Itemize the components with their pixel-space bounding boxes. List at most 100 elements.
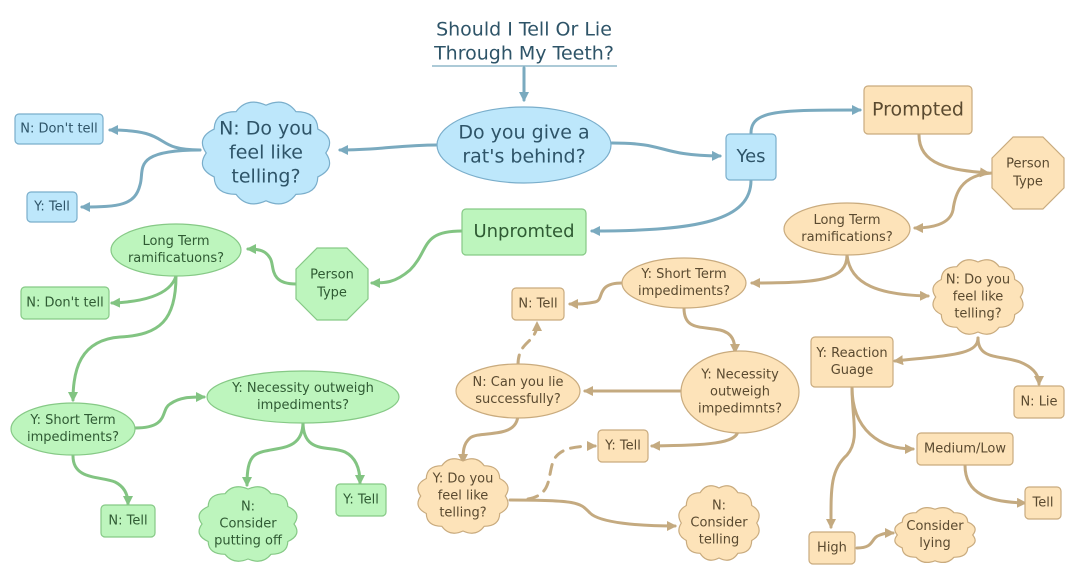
cloud-shape: [201, 101, 331, 205]
node-unprompted[interactable]: Unpromted: [461, 208, 587, 256]
edge-shortterm-necessity-tan: [682, 306, 740, 354]
node-yes[interactable]: Yes: [725, 133, 777, 181]
node-label-line: Y: Tell: [342, 493, 379, 508]
node-label-line: telling: [699, 533, 739, 548]
node-label-line: N: Tell: [108, 514, 147, 529]
node-label-line: Long Term: [142, 234, 209, 249]
node-t-n-tell[interactable]: N: Tell: [511, 287, 565, 321]
node-label-line: Unpromted: [473, 221, 574, 242]
node-label-line: Y: Necessity outweigh: [231, 381, 374, 396]
node-label-line: telling?: [231, 166, 300, 188]
edge-persontype-longterm: [246, 244, 298, 286]
node-label-line: Prompted: [872, 99, 964, 121]
node-label-line: Consider: [219, 517, 277, 532]
node-label-line: successfully?: [475, 392, 560, 407]
node-label-line: feel like: [229, 142, 303, 164]
rect-shape: [26, 191, 78, 223]
node-g-dont-tell[interactable]: N: Don't tell: [20, 286, 110, 320]
node-label-line: putting off: [214, 534, 283, 549]
cloud-shape: [932, 259, 1024, 335]
node-label-line: Y: Do you: [432, 472, 494, 487]
node-label-line: Consider: [906, 519, 964, 534]
rect-shape: [1024, 486, 1062, 520]
node-label-line: feel like: [438, 489, 489, 504]
cloud-shape: [678, 485, 760, 561]
node-label-line: Person: [1006, 157, 1050, 172]
diagram-title[interactable]: Should I Tell Or Lie Through My Teeth?: [432, 19, 617, 67]
title-line-2: Through My Teeth?: [433, 43, 614, 65]
node-no-care-dont-tell[interactable]: N: Don't tell: [14, 113, 104, 145]
edge-shortterm-ntell-tan: [568, 281, 624, 309]
node-label-line: outweigh: [710, 385, 770, 400]
edge-high-consider: [855, 528, 895, 550]
node-label-line: Y: Short Term: [29, 413, 115, 428]
node-label-line: Y: Reaction: [815, 346, 887, 361]
node-label-line: lying: [919, 536, 950, 551]
edge-canlie-ntell-dashed: [516, 321, 542, 367]
node-t-high[interactable]: High: [808, 531, 856, 565]
node-label-line: N: Can you lie: [473, 375, 564, 390]
rect-shape: [100, 504, 156, 538]
edge-mediumlow-tell: [963, 463, 1027, 508]
node-label-line: Y: Short Term: [640, 267, 726, 282]
node-t-consider-lying[interactable]: Consider lying: [894, 506, 976, 564]
node-label-line: feel like: [953, 290, 1004, 305]
edge-unprompted-persontype: [370, 229, 464, 288]
edge-nfeel-reaction: [893, 336, 980, 366]
octagon-shape: [991, 136, 1065, 210]
rect-shape: [597, 429, 649, 463]
node-label-line: High: [817, 541, 847, 556]
edge-longterm-shortterm-tan: [750, 253, 849, 288]
node-label-line: Type: [1012, 175, 1043, 190]
node-label-line: Yes: [735, 146, 765, 167]
ellipse-shape: [10, 402, 136, 456]
edge-prompted-persontype: [917, 133, 990, 178]
edge-necessity-ytell: [301, 420, 365, 485]
edge-longterm-shortterm: [68, 274, 178, 402]
node-label-line: N: Tell: [518, 297, 557, 312]
node-t-can-lie[interactable]: N: Can you lie successfully?: [455, 363, 581, 419]
node-g-consider[interactable]: N: Consider putting off: [198, 486, 298, 562]
title-line-1: Should I Tell Or Lie: [436, 19, 612, 41]
edge-necessity-consider: [242, 420, 305, 487]
node-t-n-lie[interactable]: N: Lie: [1013, 385, 1065, 419]
cloud-shape: [198, 486, 298, 562]
edge-yes-unprompted: [590, 178, 753, 236]
node-label-line: N: Do you: [946, 273, 1010, 288]
node-label-line: N: Lie: [1020, 395, 1057, 410]
ellipse-shape: [206, 370, 400, 424]
node-prompted[interactable]: Prompted: [863, 85, 973, 135]
node-g-y-tell[interactable]: Y: Tell: [335, 483, 387, 517]
node-label-line: impediments?: [638, 284, 730, 299]
edge-persontype-longterm-tan: [913, 171, 994, 233]
rect-shape: [511, 287, 565, 321]
rect-shape: [335, 483, 387, 517]
node-t-medium-low[interactable]: Medium/Low: [916, 432, 1014, 466]
node-t-short-term[interactable]: Y: Short Term impediments?: [621, 257, 747, 309]
rect-shape: [863, 85, 973, 135]
node-g-n-tell[interactable]: N: Tell: [100, 504, 156, 538]
edge-feellike-considertelling: [508, 498, 677, 531]
node-t-tell[interactable]: Tell: [1024, 486, 1062, 520]
node-no-care-tell[interactable]: Y: Tell: [26, 191, 78, 223]
ellipse-shape: [680, 350, 800, 434]
node-t-y-tell[interactable]: Y: Tell: [597, 429, 649, 463]
rect-shape: [1013, 385, 1065, 419]
ellipse-shape: [110, 223, 242, 277]
node-label-line: Guage: [831, 363, 874, 378]
edge-root-yes: [610, 141, 722, 161]
node-label-line: N:: [241, 500, 255, 515]
